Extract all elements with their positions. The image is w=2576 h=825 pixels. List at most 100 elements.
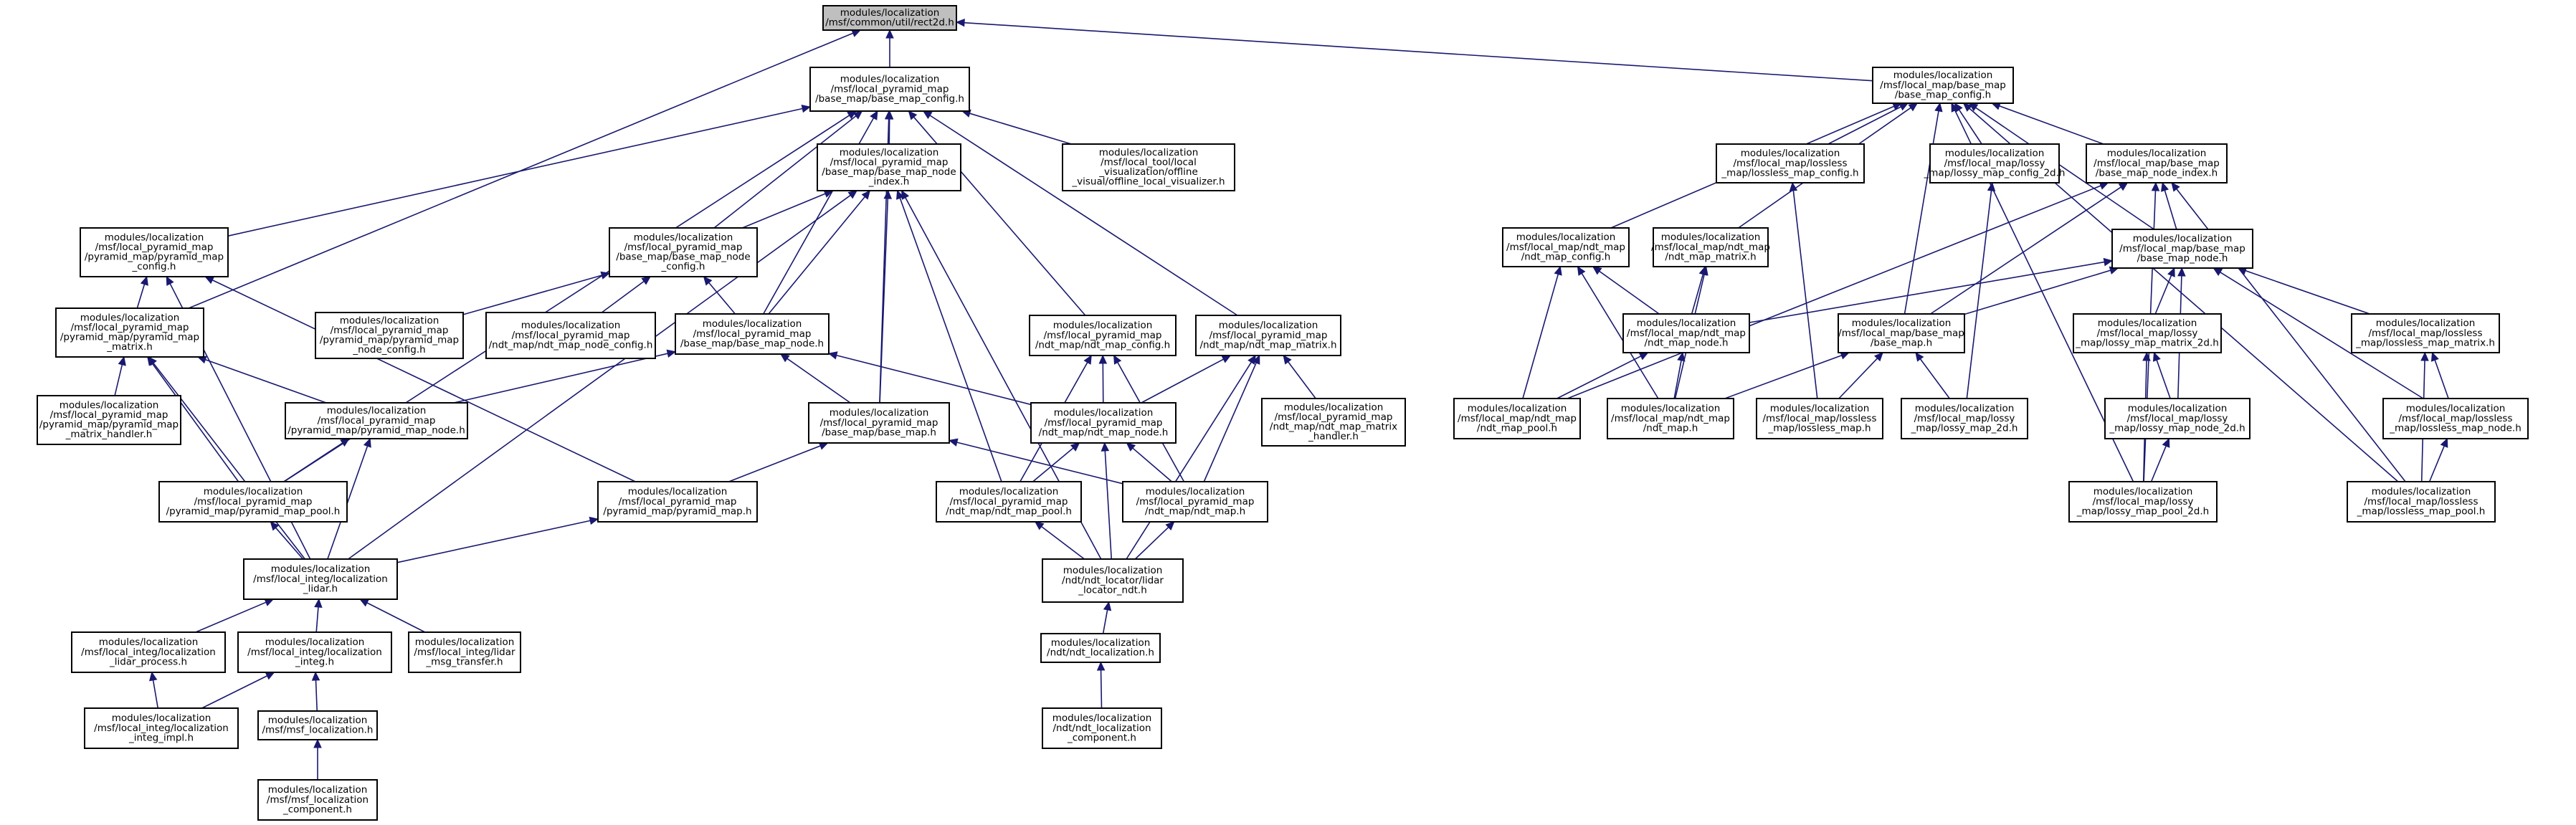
node-label-line: /msf/local_pyramid_map <box>693 328 812 340</box>
node-pm-pyramid-map-config[interactable]: modules/localization/msf/local_pyramid_m… <box>80 227 229 277</box>
edge-localization-integ-to-localization-lidar <box>314 598 323 633</box>
node-label-line: /pyramid_map/pyramid_map <box>60 332 199 343</box>
node-pm-pyramid-map-matrix[interactable]: modules/localization/msf/local_pyramid_m… <box>55 307 204 358</box>
arrowhead <box>2151 181 2160 191</box>
arrowhead <box>1968 102 1979 112</box>
arrowhead <box>955 18 965 27</box>
node-box <box>2382 398 2529 439</box>
node-box <box>2073 313 2222 353</box>
node-lm-ndt-map-config[interactable]: modules/localization/msf/local_map/ndt_m… <box>1502 227 1630 267</box>
node-lidar-msg-transfer[interactable]: modules/localization/msf/local_integ/lid… <box>408 631 521 673</box>
node-pm-base-map-node-index[interactable]: modules/localization/msf/local_pyramid_m… <box>817 143 961 191</box>
edge-pm-ndt-map-to-pm-ndt-map-node <box>1126 442 1172 482</box>
node-lm-lossy-map-pool-2d[interactable]: modules/localization/msf/local_map/lossy… <box>2068 481 2218 523</box>
node-label-line: /ndt_map_node.h <box>1645 337 1729 348</box>
edge-line <box>1556 356 1641 399</box>
edge-localization-lidar-to-pm-base-map-node-index <box>348 190 858 560</box>
node-lm-base-map-node-index[interactable]: modules/localization/msf/local_map/base_… <box>2086 143 2228 183</box>
node-pm-pyramid-map-node-config[interactable]: modules/localization/msf/local_pyramid_m… <box>315 312 464 359</box>
node-box <box>609 227 758 277</box>
node-lm-lossy-map-2d[interactable]: modules/localization/msf/local_map/lossy… <box>1901 398 2028 439</box>
node-pm-base-map-node-config[interactable]: modules/localization/msf/local_pyramid_m… <box>609 227 758 277</box>
node-lm-lossy-map-matrix-2d[interactable]: modules/localization/msf/local_map/lossy… <box>2073 313 2222 353</box>
arrowhead <box>600 271 611 280</box>
node-lm-lossless-map-matrix[interactable]: modules/localization/msf/local_map/lossl… <box>2351 313 2500 353</box>
edge-line <box>1828 106 1901 145</box>
node-pm-ndt-map-config[interactable]: modules/localization/msf/local_pyramid_m… <box>1029 315 1177 356</box>
node-pm-pyramid-map-pool[interactable]: modules/localization/msf/local_pyramid_m… <box>158 481 348 523</box>
node-lm-ndt-map-matrix[interactable]: modules/localization/msf/local_map/ndt_m… <box>1651 227 1770 267</box>
node-box <box>285 402 468 439</box>
node-label-line: modules/localization <box>2128 403 2228 414</box>
edge-line <box>152 679 159 709</box>
node-pm-ndt-map[interactable]: modules/localization/msf/local_pyramid_m… <box>1122 481 1268 523</box>
edge-line <box>462 275 602 315</box>
node-pm-ndt-map-matrix-handler[interactable]: modules/localization/msf/local_pyramid_m… <box>1261 398 1406 447</box>
arrowhead <box>1677 351 1686 362</box>
node-label-line: /msf/local_integ/localization <box>247 647 382 658</box>
node-label-line: modules/localization <box>271 563 371 575</box>
edge-line <box>929 115 1238 316</box>
edge-lm-ndt-map-to-lm-ndt-map-config <box>1577 265 1659 399</box>
node-pm-ndt-map-matrix[interactable]: modules/localization/msf/local_pyramid_m… <box>1195 315 1341 356</box>
edge-lm-lossy-map-2d-to-lm-lossy-map-config-2d <box>1966 181 1996 399</box>
node-lm-lossy-map-config-2d[interactable]: modules/localization/msf/local_map/lossy… <box>1924 143 2066 183</box>
node-lm-lossy-map-node-2d[interactable]: modules/localization/msf/local_map/lossy… <box>2104 398 2251 439</box>
node-pm-ndt-map-pool[interactable]: modules/localization/msf/local_pyramid_m… <box>936 481 1082 523</box>
node-lm-lossless-map-config[interactable]: modules/localization/msf/local_map/lossl… <box>1716 143 1865 183</box>
node-box <box>1453 398 1581 439</box>
node-localization-integ-impl[interactable]: modules/localization/msf/local_integ/loc… <box>84 707 239 749</box>
node-pm-base-map-config[interactable]: modules/localization/msf/local_pyramid_m… <box>809 67 970 112</box>
node-ndt-localization[interactable]: modules/localization/ndt/ndt_localizatio… <box>1040 633 1161 663</box>
node-localization-lidar-process[interactable]: modules/localization/msf/local_integ/loc… <box>71 631 226 673</box>
edge-lidar-locator-ndt-to-pm-ndt-map-node <box>1101 442 1113 560</box>
node-pm-pyramid-map-node[interactable]: modules/localization/msf/local_pyramid_m… <box>285 402 468 439</box>
edge-line <box>1104 450 1113 560</box>
node-label-line: /msf/local_integ/lidar <box>414 647 515 658</box>
node-lm-lossless-map[interactable]: modules/localization/msf/local_map/lossl… <box>1756 398 1883 439</box>
node-lm-ndt-map-node[interactable]: modules/localization/msf/local_map/ndt_m… <box>1622 313 1750 353</box>
node-label-line: _locator_ndt.h <box>1078 584 1147 596</box>
node-localization-integ[interactable]: modules/localization/msf/local_integ/loc… <box>237 631 392 673</box>
node-lm-ndt-map-pool[interactable]: modules/localization/msf/local_map/ndt_m… <box>1453 398 1581 439</box>
node-label-line: modules/localization <box>2098 318 2197 329</box>
node-label-line: _map/lossy_map_config_2d.h <box>1924 167 2066 178</box>
edge-line <box>2154 275 2172 315</box>
node-lm-base-map[interactable]: modules/localization/msf/local_map/base_… <box>1838 313 1965 353</box>
node-lm-lossless-map-pool[interactable]: modules/localization/msf/local_map/lossl… <box>2347 481 2496 523</box>
node-msf-localization-component[interactable]: modules/localization/msf/msf_localizatio… <box>257 779 378 821</box>
edge-line <box>879 198 889 404</box>
node-box <box>1716 143 1865 183</box>
node-box <box>1040 633 1161 663</box>
edge-line <box>1102 609 1108 634</box>
node-box <box>80 227 229 277</box>
node-box <box>1901 398 2028 439</box>
arrowhead <box>901 189 910 200</box>
node-offline-visualizer[interactable]: modules/localization/msf/local_tool/loca… <box>1062 143 1235 191</box>
node-box <box>2104 398 2251 439</box>
node-pm-pyramid-map[interactable]: modules/localization/msf/local_pyramid_m… <box>597 481 758 523</box>
node-pm-pyramid-map-matrix-handler[interactable]: modules/localization/msf/local_pyramid_m… <box>37 395 181 445</box>
node-pm-base-map[interactable]: modules/localization/msf/local_pyramid_m… <box>808 402 950 444</box>
node-lm-base-map-config[interactable]: modules/localization/msf/local_map/base_… <box>1872 67 2014 104</box>
node-lm-lossless-map-node[interactable]: modules/localization/msf/local_map/lossl… <box>2382 398 2529 439</box>
node-pm-base-map-node[interactable]: modules/localization/msf/local_pyramid_m… <box>675 313 830 355</box>
edge-line <box>1964 270 2111 315</box>
node-pm-ndt-map-node[interactable]: modules/localization/msf/local_pyramid_m… <box>1030 402 1177 444</box>
node-rect2d[interactable]: modules/localization/msf/common/util/rec… <box>822 5 957 31</box>
arrowhead <box>861 190 871 200</box>
node-msf-localization[interactable]: modules/localization/msf/msf_localizatio… <box>257 710 378 740</box>
node-localization-lidar[interactable]: modules/localization/msf/local_integ/loc… <box>243 558 398 600</box>
node-ndt-localization-component[interactable]: modules/localization/ndt/ndt_localizatio… <box>1042 707 1162 749</box>
node-lm-ndt-map[interactable]: modules/localization/msf/local_map/ndt_m… <box>1607 398 1734 439</box>
node-lidar-locator-ndt[interactable]: modules/localization/ndt/ndt_locator/lid… <box>1042 558 1184 603</box>
node-label-line: /base_map_node_index.h <box>2096 167 2218 178</box>
node-lm-base-map-node[interactable]: modules/localization/msf/local_map/base_… <box>2111 229 2253 269</box>
node-box <box>1502 227 1630 267</box>
node-label-line: /msf/local_pyramid_map <box>830 157 949 168</box>
node-pm-ndt-map-node-config[interactable]: modules/localization/msf/local_pyramid_m… <box>485 312 656 359</box>
node-label-line: /msf/local_pyramid_map <box>331 325 449 336</box>
node-label-line: /ndt_map_matrix.h <box>1665 251 1756 262</box>
node-label-line: modules/localization <box>1053 320 1153 331</box>
node-box <box>1042 558 1184 603</box>
